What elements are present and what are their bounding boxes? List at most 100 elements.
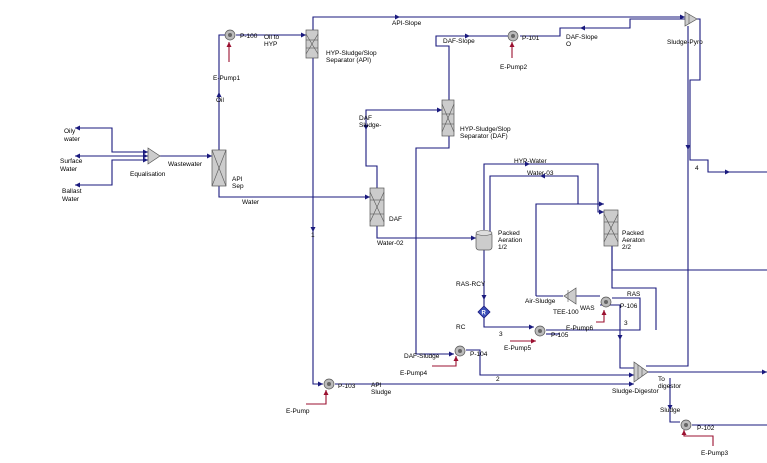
tee-100-splitter[interactable] [563,287,577,305]
pump-p-106[interactable] [600,296,612,308]
stream-oily-water[interactable] [75,127,148,153]
label-oily-water-2: water [63,136,81,143]
label-hyp-daf-1: HYP-Sludge/Slop [460,126,511,133]
energy-e-pump3[interactable] [683,430,714,446]
label-surface-water-1: Surface [60,158,83,165]
label-daf: DAF [389,216,402,223]
unit-operations[interactable]: R [147,11,698,383]
label-packed-22-3: 2/2 [622,244,631,251]
label-oil-to-hyp-1: Oil to [264,34,280,41]
equalisation-mixer[interactable] [147,147,161,165]
label-hyp-api-2: Separator (API) [326,57,371,64]
sludge-pyro-unit[interactable] [684,11,698,27]
stream-oil[interactable] [218,34,226,150]
label-api-sep-1: API [232,176,243,183]
pump-p-102[interactable] [680,419,692,431]
label-stream-ds: 3 [624,320,628,327]
label-stream-1: 1 [311,232,315,239]
label-stream-3: 3 [499,331,503,338]
stream-daf-slope-o[interactable] [520,18,685,37]
label-packed-12-2: Aeration [498,237,523,244]
api-separator[interactable] [211,149,227,187]
label-p-103: P-103 [338,383,356,390]
pump-p-105[interactable] [534,325,546,337]
label-hyp-water: HYP-Water [514,158,547,165]
label-was: WAS [580,305,595,312]
label-wastewater: Wastewater [168,161,203,168]
label-e-pump: E-Pump [286,408,310,415]
packed-aeration-2-2[interactable] [603,209,619,247]
stream-sludge-pyro-out[interactable] [689,18,767,173]
label-daf-slope-top: DAF-Slope [443,38,475,45]
label-to-digestor-1: To [658,376,665,383]
label-hyp-api-1: HYP-Sludge/Slop [326,50,377,57]
hyp-daf-separator[interactable] [441,99,455,137]
label-e-pump6: E-Pump6 [566,325,593,332]
label-api-sep-2: Sep [232,183,244,190]
recycle-label: R [482,311,487,317]
stream-packed22-ras[interactable] [611,246,657,330]
energy-e-pump[interactable] [306,390,327,405]
label-p-106: P-106 [620,303,638,310]
daf-unit[interactable] [369,187,385,227]
label-packed-22-2: Aeraton [622,237,645,244]
hyp-api-separator[interactable] [305,29,319,59]
energy-streams[interactable] [226,42,714,446]
stream-ras[interactable] [546,297,641,331]
packed-aeration-1-2[interactable] [475,230,493,251]
label-daf-sludge-top-1: DAF [359,115,372,122]
stream-daf-sludge-top[interactable] [365,109,442,188]
stream-water-02[interactable] [376,226,476,239]
label-water: Water [242,199,260,206]
stream-packed22-out[interactable] [611,246,767,271]
stream-api-slope[interactable] [312,16,685,30]
label-sludge-digestor: Sludge-Digestor [612,388,659,395]
label-p-102: P-102 [697,425,715,432]
label-e-pump3: E-Pump3 [701,450,728,457]
label-hyp-daf-2: Separator (DAF) [460,133,508,140]
stream-water[interactable] [218,186,370,198]
stream-daf-slope-top[interactable] [435,35,508,100]
label-daf-slope-o-2: O [566,41,571,48]
sludge-digestor-unit[interactable] [633,361,649,383]
stream-hyp-daf-bottom[interactable] [415,136,454,355]
label-daf-sludge: DAF-Sludge [404,353,440,360]
pump-p-100[interactable] [224,29,236,41]
label-e-pump4: E-Pump4 [400,370,427,377]
stream-loop-left[interactable] [535,203,604,296]
label-ballast-water-2: Water [62,196,80,203]
label-to-digestor-2: digestor [658,383,682,390]
stream-sludge[interactable] [669,378,680,423]
label-api-sludge-1: API [371,382,382,389]
label-ras-rcy: RAS-RCY [456,281,486,288]
label-e-pump5: E-Pump5 [504,345,531,352]
label-sludge: Sludge [660,407,681,414]
pump-p-103[interactable] [323,378,335,390]
recycle-block[interactable]: R [477,305,491,319]
label-daf-slope-o-1: DAF-Slope [566,34,598,41]
label-oil-to-hyp-2: HYP [264,41,277,48]
stream-pyro-down[interactable] [646,26,689,367]
label-water-02: Water-02 [377,240,404,247]
label-sludge-pyro: Sludge-Pyro [667,39,703,46]
label-api-slope: API-Slope [392,20,422,27]
label-oil: Oil [216,97,225,104]
pump-p-101[interactable] [507,30,519,42]
label-daf-sludge-top-2: Sludge- [359,122,381,129]
pump-p-104[interactable] [454,345,466,357]
stream-p104-out[interactable] [466,349,634,376]
label-e-pump2: E-Pump2 [500,64,527,71]
label-api-sludge-2: Sludge [371,389,392,396]
stream-hyp-api-sludge[interactable] [312,58,323,385]
pumps[interactable] [224,29,692,431]
material-streams[interactable] [75,16,767,426]
stream-ballast-water[interactable] [75,159,148,186]
label-oily-water-1: Oily [64,128,76,135]
label-e-pump1: E-Pump1 [213,75,240,82]
label-stream-4: 4 [695,165,699,172]
energy-e-pump6[interactable] [596,310,605,323]
stream-rcy[interactable] [483,318,534,328]
label-p-104: P-104 [470,351,488,358]
